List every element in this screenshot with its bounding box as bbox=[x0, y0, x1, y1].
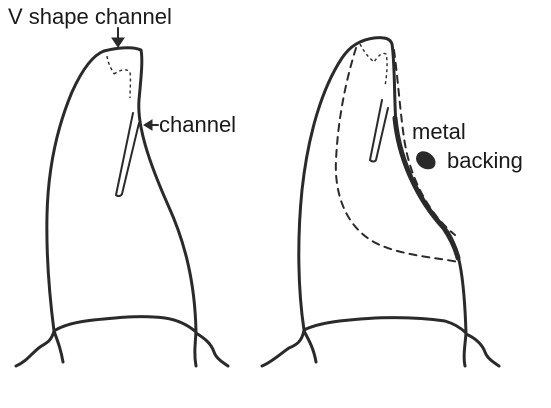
right-root-right bbox=[464, 333, 466, 366]
channel-label: channel bbox=[159, 114, 236, 136]
channel-arrow-head bbox=[144, 120, 152, 130]
right-root-right-flare bbox=[466, 334, 499, 366]
right-tooth-outline bbox=[299, 38, 466, 333]
left-root-left-inner bbox=[54, 331, 63, 362]
metal-label: metal bbox=[412, 121, 466, 143]
left-arrows bbox=[112, 28, 158, 130]
left-root-right bbox=[195, 332, 196, 366]
left-tooth-outline bbox=[47, 48, 196, 332]
left-tooth bbox=[16, 48, 228, 366]
v-shape-channel-label: V shape channel bbox=[8, 6, 172, 28]
backing-label: backing bbox=[447, 150, 523, 172]
right-tooth bbox=[262, 38, 499, 366]
left-channel-slot bbox=[116, 113, 139, 196]
left-v-channel-dash bbox=[107, 56, 130, 98]
right-root-left-inner bbox=[304, 331, 316, 362]
left-cervical-line bbox=[54, 317, 196, 333]
right-cervical-line bbox=[304, 318, 466, 333]
left-root-left bbox=[16, 331, 54, 366]
right-root-left bbox=[262, 330, 304, 366]
right-channel-slot bbox=[370, 100, 388, 162]
metal-backing-blob bbox=[417, 152, 436, 169]
v-shape-arrow-head bbox=[112, 38, 124, 47]
right-v-channel-dash bbox=[360, 44, 387, 86]
left-root-right-flare bbox=[196, 333, 228, 366]
